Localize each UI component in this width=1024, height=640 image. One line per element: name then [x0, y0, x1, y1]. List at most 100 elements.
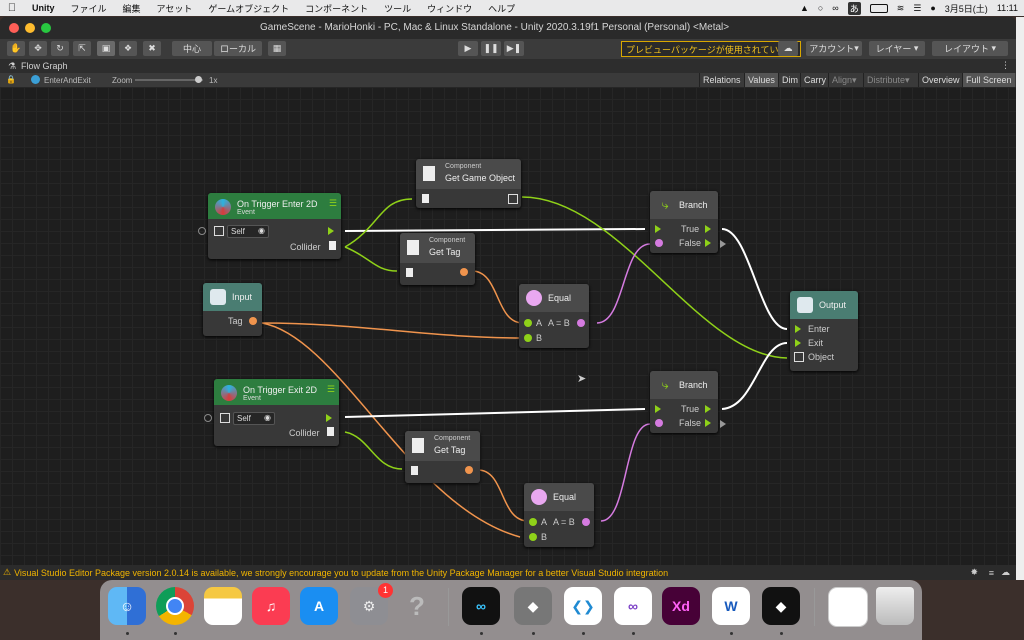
- console-status-bar[interactable]: ⚠ Visual Studio Editor Package version 2…: [0, 565, 1016, 580]
- transform-tool-button[interactable]: ❖: [119, 41, 137, 56]
- panel-menu-icon[interactable]: ⋮: [1001, 60, 1010, 70]
- flow-in-port[interactable]: [655, 225, 661, 233]
- fullscreen-button[interactable]: Full Screen: [962, 73, 1015, 87]
- scale-tool-button[interactable]: ⇱: [73, 41, 91, 56]
- b-in-port[interactable]: [529, 533, 537, 541]
- preview-package-notice[interactable]: プレビューパッケージが使用されています: [621, 41, 802, 57]
- layers-status-icon[interactable]: ≡: [988, 567, 994, 578]
- notes-icon[interactable]: [204, 587, 242, 625]
- node-input[interactable]: Input Tag: [203, 283, 262, 336]
- flow-out-port[interactable]: [326, 414, 332, 422]
- layout-dropdown[interactable]: レイアウト ▾: [932, 41, 1008, 56]
- self-field[interactable]: Self◉: [233, 412, 275, 425]
- unity-tray-icon[interactable]: ▲: [799, 3, 809, 13]
- gameobject-out-port[interactable]: [508, 194, 518, 204]
- space-toggle[interactable]: ローカル: [214, 41, 262, 56]
- tag-out-port[interactable]: [465, 466, 473, 474]
- exit-in-port[interactable]: [795, 339, 801, 347]
- pivot-toggle[interactable]: 中心: [172, 41, 212, 56]
- target-icon[interactable]: ◉: [258, 226, 265, 235]
- glasses-icon[interactable]: ∞: [832, 3, 839, 13]
- node-get-tag-1[interactable]: Component Get Tag: [400, 233, 475, 285]
- dim-button[interactable]: Dim: [778, 73, 801, 87]
- menu-app-name[interactable]: Unity: [32, 3, 55, 13]
- menu-edit[interactable]: 編集: [122, 3, 141, 14]
- flow-graph-title[interactable]: Flow Graph: [21, 61, 68, 71]
- visual-studio-icon[interactable]: ∞: [614, 587, 652, 625]
- node-equal-1[interactable]: Equal A A = B B: [519, 284, 589, 348]
- grid-snap-button[interactable]: ▦: [268, 41, 286, 56]
- target-in-port[interactable]: [422, 194, 429, 203]
- menu-help[interactable]: ヘルプ: [488, 3, 516, 14]
- input-method-icon[interactable]: あ: [847, 1, 861, 15]
- layers-dropdown[interactable]: レイヤー ▾: [869, 41, 925, 56]
- cloud-status-icon[interactable]: ☁: [1001, 567, 1010, 577]
- node-on-trigger-enter[interactable]: On Trigger Enter 2D Event ☰ Self◉ Collid…: [208, 193, 341, 259]
- condition-in-port[interactable]: [655, 239, 663, 247]
- false-out-port[interactable]: [705, 419, 711, 427]
- relations-button[interactable]: Relations: [699, 73, 744, 87]
- false-out-port[interactable]: [705, 239, 711, 247]
- maximize-window-button[interactable]: [41, 23, 51, 33]
- lock-icon[interactable]: 🔒: [6, 75, 16, 84]
- unknown-app-icon[interactable]: ?: [409, 590, 425, 621]
- enter-in-port[interactable]: [795, 325, 801, 333]
- menu-component[interactable]: コンポーネント: [305, 3, 369, 14]
- distribute-dropdown[interactable]: Distribute▾: [863, 73, 913, 87]
- collab-button[interactable]: ☁: [778, 41, 798, 56]
- node-branch-1[interactable]: ⤷ Branch True False: [650, 191, 718, 253]
- menu-gameobject[interactable]: ゲームオブジェクト: [208, 3, 290, 14]
- true-out-port[interactable]: [705, 405, 711, 413]
- node-get-game-object[interactable]: Component Get Game Object: [416, 159, 521, 208]
- flow-out-port[interactable]: [328, 227, 334, 235]
- vscode-icon[interactable]: ❮❯: [564, 587, 602, 625]
- node-menu-icon[interactable]: ☰: [328, 198, 337, 208]
- play-button[interactable]: ▶: [458, 41, 478, 56]
- unity-icon[interactable]: ◆: [762, 587, 800, 625]
- self-in-port[interactable]: [198, 227, 206, 235]
- node-on-trigger-exit[interactable]: On Trigger Exit 2D Event ☰ Self◉ Collide…: [214, 379, 339, 446]
- b-in-port[interactable]: [524, 334, 532, 342]
- self-in-port[interactable]: [204, 414, 212, 422]
- target-in-port[interactable]: [411, 466, 418, 475]
- node-get-tag-2[interactable]: Component Get Tag: [405, 431, 480, 483]
- tag-out-port[interactable]: [460, 268, 468, 276]
- battery-icon[interactable]: [869, 3, 888, 13]
- word-icon[interactable]: W: [712, 587, 750, 625]
- app-store-icon[interactable]: A: [300, 587, 338, 625]
- graph-canvas[interactable]: On Trigger Enter 2D Event ☰ Self◉ Collid…: [0, 87, 1016, 565]
- rect-tool-button[interactable]: ▣: [97, 41, 115, 56]
- close-window-button[interactable]: [9, 23, 19, 33]
- collider-out-port[interactable]: [327, 427, 334, 436]
- trash-icon[interactable]: [876, 587, 914, 625]
- finder-icon[interactable]: ☺: [108, 587, 146, 625]
- tag-out-port[interactable]: [249, 317, 257, 325]
- condition-in-port[interactable]: [655, 419, 663, 427]
- menu-file[interactable]: ファイル: [70, 3, 107, 14]
- a-in-port[interactable]: [529, 518, 537, 526]
- notification-icon[interactable]: ●: [930, 3, 936, 13]
- true-out-port[interactable]: [705, 225, 711, 233]
- music-icon[interactable]: ♫: [252, 587, 290, 625]
- account-dropdown[interactable]: アカウント▾: [806, 41, 862, 56]
- zoom-slider-thumb[interactable]: [195, 76, 202, 83]
- custom-tool-button[interactable]: ✖: [143, 41, 161, 56]
- console-warning-text[interactable]: Visual Studio Editor Package version 2.0…: [14, 567, 669, 578]
- result-out-port[interactable]: [577, 319, 585, 327]
- node-output[interactable]: Output Enter Exit Object: [790, 291, 858, 371]
- step-button[interactable]: ▶❚: [504, 41, 524, 56]
- collider-out-port[interactable]: [329, 241, 336, 250]
- self-field[interactable]: Self◉: [227, 225, 269, 238]
- bug-icon[interactable]: ✸: [970, 567, 978, 577]
- values-button[interactable]: Values: [744, 73, 778, 87]
- creative-cloud-icon[interactable]: ○: [817, 3, 824, 13]
- menu-tools[interactable]: ツール: [384, 3, 412, 14]
- rotate-tool-button[interactable]: ↻: [51, 41, 69, 56]
- overview-button[interactable]: Overview: [918, 73, 963, 87]
- object-in-port[interactable]: [794, 352, 804, 362]
- breadcrumb[interactable]: EnterAndExit: [44, 76, 91, 85]
- carry-button[interactable]: Carry: [800, 73, 829, 87]
- menubar-time[interactable]: 11:11: [996, 3, 1018, 13]
- apple-menu-icon[interactable]: : [0, 2, 24, 14]
- menu-assets[interactable]: アセット: [156, 3, 193, 14]
